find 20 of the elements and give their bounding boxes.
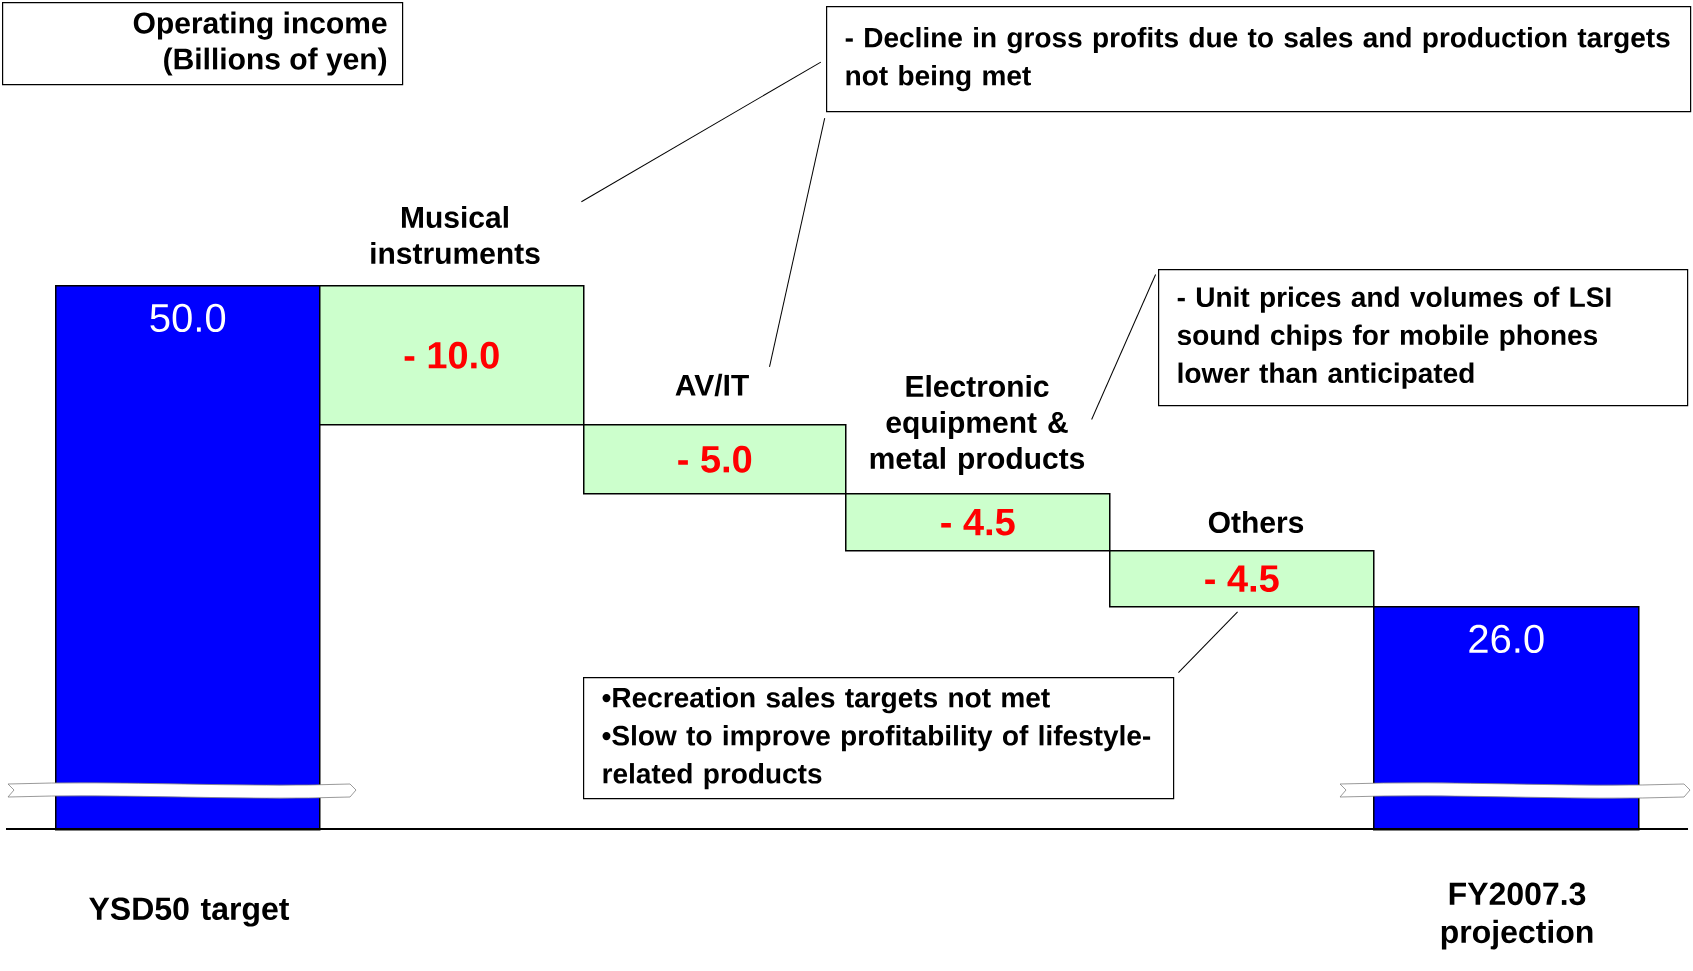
- leader-line: [1091, 274, 1157, 420]
- callout-box: - Unit prices and volumes of LSI sound chips for mobile phones lower than anticipated: [1158, 269, 1689, 407]
- total-bar: 26.0: [1373, 606, 1640, 831]
- title-box: Operating income (Billions of yen): [2, 2, 404, 86]
- axis-label: FY2007.3 projection: [1441, 882, 1593, 950]
- decrease-bar: - 5.0: [583, 424, 847, 495]
- total-bar: 50.0: [55, 285, 321, 831]
- decrease-bar: - 4.5: [1109, 550, 1375, 608]
- axis-label: YSD50 target: [89, 897, 290, 927]
- decrease-bar: - 4.5: [845, 493, 1111, 552]
- leader-line: [769, 117, 826, 368]
- category-label: Others: [1208, 511, 1304, 534]
- decrease-bar: - 10.0: [319, 285, 585, 426]
- callout-box: •Recreation sales targets not met •Slow to improve profitability of lifestyle-related products: [583, 677, 1175, 800]
- leader-line: [1177, 611, 1239, 674]
- category-label: Electronic equipment & metal products: [870, 375, 1085, 475]
- callout-box: - Decline in gross profits due to sales and production targets not being met: [826, 6, 1692, 113]
- leader-line: [580, 61, 822, 203]
- category-label: Musical instruments: [371, 206, 540, 264]
- category-label: AV/IT: [675, 373, 749, 397]
